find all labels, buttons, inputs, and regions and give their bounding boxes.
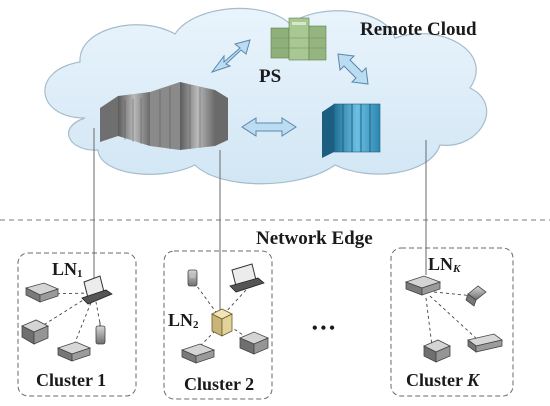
switch-icon (180, 343, 216, 364)
network-edge-label: Network Edge (256, 228, 373, 249)
cluster-k-box (390, 247, 514, 397)
datacenter-icon (100, 82, 228, 150)
switch-icon (24, 282, 60, 303)
phone-icon (465, 285, 487, 307)
cluster-2-box (163, 250, 273, 400)
cluster-1: LN1 Cluster 1 (17, 252, 137, 397)
storage-rack-icon (322, 103, 381, 158)
remote-cloud-label: Remote Cloud (360, 19, 477, 40)
cluster-2: LN2 Cluster 2 (163, 250, 273, 400)
cluster-k: LNK Cluster K (390, 247, 514, 397)
router-icon (56, 341, 92, 362)
laptop-icon (229, 263, 265, 293)
ln-2-label: LN2 (168, 310, 199, 331)
cluster-1-box (17, 252, 137, 397)
device-box-icon (21, 319, 49, 345)
router-icon (467, 333, 503, 353)
switch-icon (404, 275, 442, 296)
phone-icon (95, 322, 106, 345)
phone-icon (187, 269, 198, 287)
device-box-icon (238, 331, 270, 355)
cluster-1-label: Cluster 1 (36, 370, 106, 390)
device-box-icon (423, 339, 451, 363)
cluster-2-label: Cluster 2 (184, 374, 254, 394)
ln-k-label: LNK (428, 254, 461, 275)
arrow-ps-rack (337, 53, 369, 85)
cluster-k-label: Cluster K (406, 370, 481, 390)
edge-server-icon (211, 308, 233, 337)
arrow-datacenter-ps (210, 39, 251, 73)
ellipsis: ••• (312, 320, 338, 337)
laptop-icon (81, 275, 113, 305)
ln-1-label: LN1 (52, 259, 83, 280)
arrow-datacenter-rack (241, 117, 297, 137)
uplinks (93, 128, 427, 312)
ps-label: PS (259, 66, 281, 87)
ps-server-icon (270, 17, 327, 61)
